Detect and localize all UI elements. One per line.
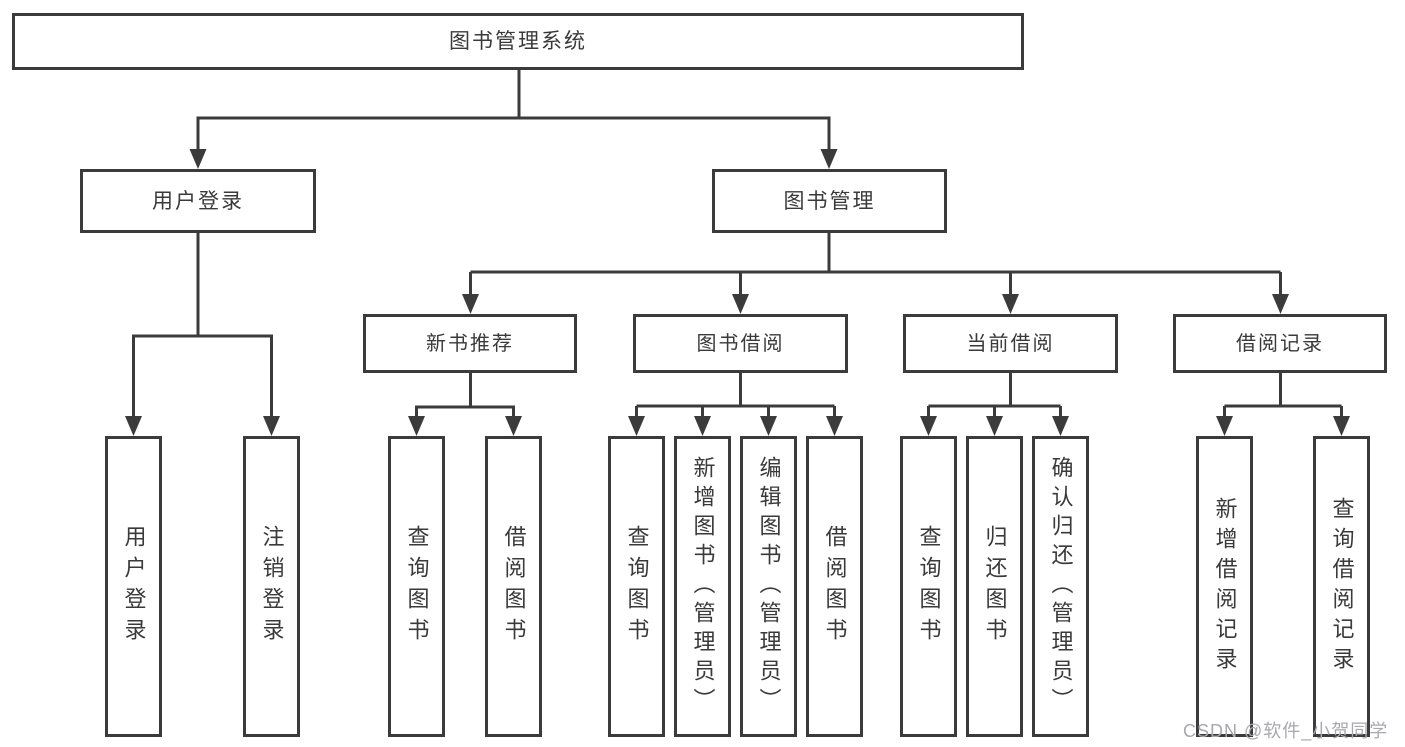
node-book-management: 图书管理 <box>712 169 947 233</box>
node-user-login: 用户登录 <box>80 169 316 233</box>
leaf-add-borrow-record: 新增借阅记录 <box>1196 436 1253 737</box>
leaf-return-book: 归还图书 <box>966 436 1023 737</box>
leaf-borrow-books: 借阅图书 <box>806 436 863 737</box>
node-book-borrow: 图书借阅 <box>633 314 848 373</box>
arrowheads <box>125 149 1350 436</box>
leaf-edit-book-admin: 编辑图书（管理员） <box>740 436 797 737</box>
leaf-add-book-admin: 新增图书（管理员） <box>674 436 731 737</box>
node-borrow-records: 借阅记录 <box>1173 314 1387 373</box>
watermark: CSDN @软件_小贺同学 <box>1183 721 1389 741</box>
leaf-query-books-borrow: 查询图书 <box>608 436 665 737</box>
node-new-book-recommend: 新书推荐 <box>363 314 577 373</box>
node-library-management-system: 图书管理系统 <box>12 13 1024 70</box>
leaf-query-borrow-record: 查询借阅记录 <box>1313 436 1370 737</box>
leaf-borrow-books-recommend: 借阅图书 <box>485 436 542 737</box>
leaf-user-login: 用户登录 <box>105 436 162 737</box>
leaf-query-books-current: 查询图书 <box>900 436 957 737</box>
leaf-confirm-return-admin: 确认归还（管理员） <box>1032 436 1089 737</box>
leaf-logout: 注销登录 <box>243 436 300 737</box>
leaf-query-books-recommend: 查询图书 <box>388 436 445 737</box>
node-current-borrow: 当前借阅 <box>903 314 1118 373</box>
